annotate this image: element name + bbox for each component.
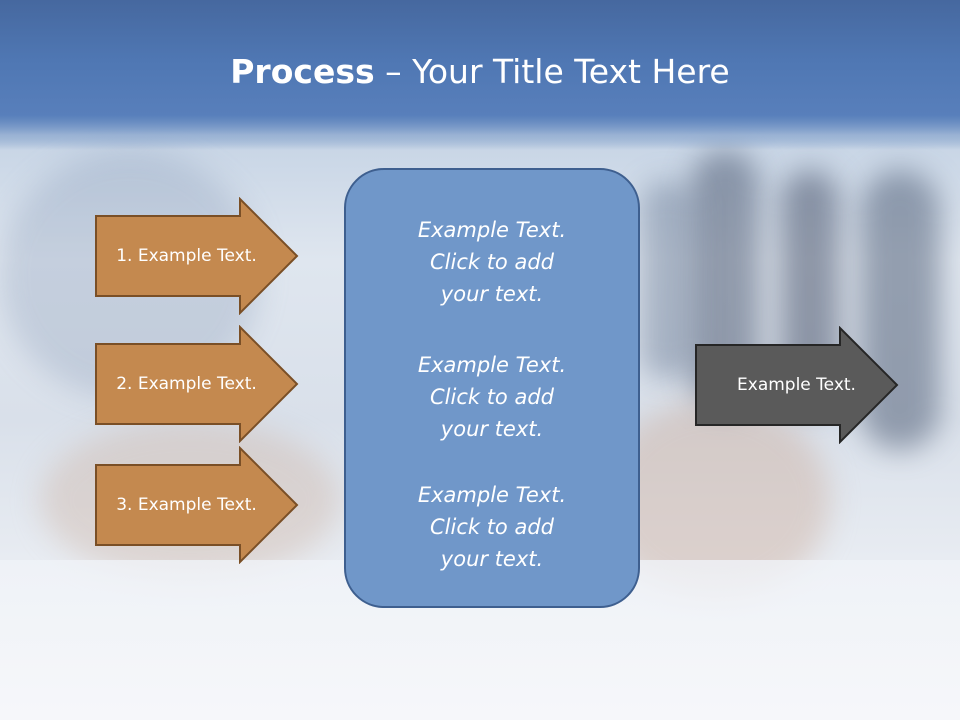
center-process-box[interactable]: Example Text. Click to add your text. Ex… bbox=[344, 168, 640, 608]
center-text-1[interactable]: Example Text. Click to add your text. bbox=[417, 218, 567, 306]
right-arrow-icon bbox=[95, 325, 299, 443]
step-arrow-2[interactable]: 2. Example Text. bbox=[94, 325, 299, 443]
step-label-1: 1. Example Text. bbox=[116, 246, 257, 266]
step-label-3: 3. Example Text. bbox=[116, 495, 257, 515]
center-text-3[interactable]: Example Text. Click to add your text. bbox=[417, 483, 567, 571]
title-band bbox=[0, 0, 960, 150]
title-rest: – Your Title Text Here bbox=[374, 52, 730, 91]
center-text-2[interactable]: Example Text. Click to add your text. bbox=[417, 353, 567, 441]
right-arrow-icon bbox=[695, 326, 899, 444]
output-arrow[interactable]: Example Text. bbox=[694, 326, 899, 444]
right-arrow-icon bbox=[95, 446, 299, 564]
title-bold: Process bbox=[230, 52, 375, 91]
right-arrow-icon bbox=[95, 197, 299, 315]
slide-title[interactable]: Process – Your Title Text Here bbox=[0, 52, 960, 91]
step-label-2: 2. Example Text. bbox=[116, 374, 257, 394]
output-label: Example Text. bbox=[737, 375, 856, 395]
background-figure bbox=[640, 180, 695, 380]
step-arrow-3[interactable]: 3. Example Text. bbox=[94, 446, 299, 564]
step-arrow-1[interactable]: 1. Example Text. bbox=[94, 197, 299, 315]
